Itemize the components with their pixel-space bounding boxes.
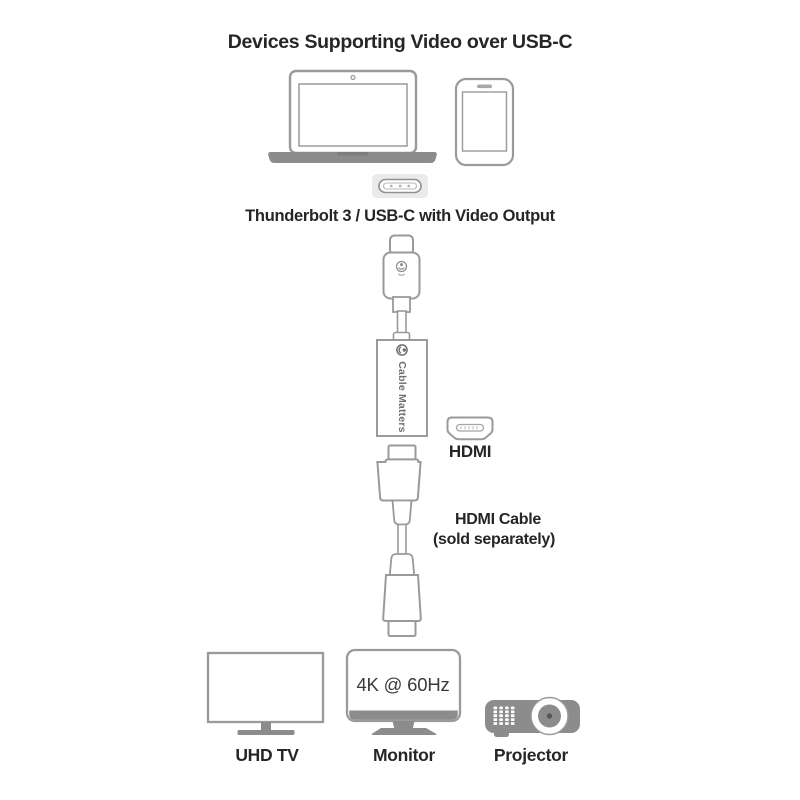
cable-matters-logo-icon bbox=[396, 344, 408, 357]
hdmi-plug-tip bbox=[387, 620, 417, 637]
hdmi-plug-body bbox=[376, 458, 422, 502]
laptop-base bbox=[268, 152, 437, 163]
monitor-chin bbox=[349, 710, 458, 720]
hdmi-port-icon bbox=[446, 416, 494, 441]
monitor-icon bbox=[345, 648, 462, 735]
cable-matters-logo-icon bbox=[395, 260, 408, 276]
tv-screen bbox=[206, 651, 325, 724]
hdmi-port-label: HDMI bbox=[448, 442, 492, 461]
tv-stand-neck bbox=[261, 722, 271, 731]
usbc-plug-neck bbox=[392, 296, 411, 313]
usbc-cable bbox=[396, 310, 407, 335]
monitor-label: Monitor bbox=[372, 745, 436, 765]
hdmi-connector-up-icon bbox=[376, 444, 422, 556]
webcam-icon bbox=[350, 74, 356, 81]
projector-vents bbox=[493, 706, 515, 725]
monitor-stand-neck bbox=[392, 721, 415, 729]
adapter-brand-label: Cable Matters bbox=[396, 361, 408, 433]
laptop-icon bbox=[268, 69, 437, 163]
hdmi-cable-note-line2: (sold separately) bbox=[432, 531, 556, 548]
tv-icon bbox=[206, 651, 325, 735]
usbc-pin bbox=[407, 184, 410, 188]
phone-speaker bbox=[477, 84, 492, 89]
monitor-spec: 4K @ 60Hz bbox=[356, 674, 450, 695]
projector-label: Projector bbox=[493, 745, 569, 765]
tv-label: UHD TV bbox=[235, 745, 299, 765]
hdmi-connector-down-icon bbox=[382, 553, 422, 637]
hdmi-port-slot bbox=[455, 423, 485, 432]
monitor-stand-base bbox=[371, 728, 437, 735]
tv-stand-base bbox=[237, 730, 295, 735]
usbc-pin bbox=[399, 184, 402, 188]
usbc-connector-icon bbox=[382, 234, 421, 343]
diagram-title: Devices Supporting Video over USB-C bbox=[227, 31, 573, 53]
hdmi-cable bbox=[397, 523, 407, 556]
projector-lens bbox=[530, 696, 569, 736]
phone-screen bbox=[461, 91, 508, 152]
projector-icon bbox=[485, 696, 580, 737]
hdmi-strain-relief bbox=[391, 499, 413, 526]
smartphone-icon bbox=[454, 77, 515, 167]
hdmi-plug-tip bbox=[387, 444, 417, 461]
hdmi-cable-note-line1: HDMI Cable bbox=[455, 511, 541, 528]
adapter-brand: Cable Matters bbox=[377, 340, 427, 436]
hdmi-strain-relief bbox=[388, 553, 416, 576]
hdmi-plug-body bbox=[382, 574, 422, 622]
source-caption: Thunderbolt 3 / USB-C with Video Output bbox=[245, 207, 555, 225]
usbc-pin bbox=[390, 184, 393, 188]
hdmi-port-pins bbox=[460, 426, 478, 430]
laptop-screen bbox=[298, 83, 408, 147]
laptop-trackpad-notch bbox=[337, 152, 368, 156]
usbc-port-icon bbox=[372, 174, 428, 198]
